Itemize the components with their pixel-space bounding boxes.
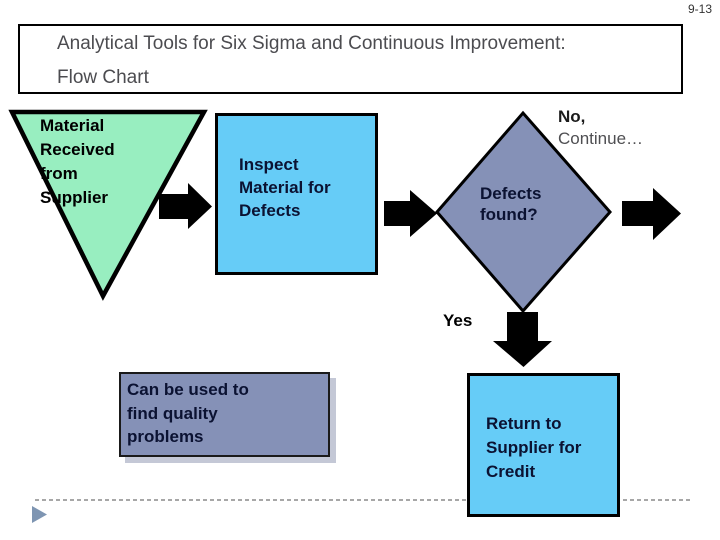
note-line: Can be used to: [127, 380, 249, 399]
arrow-down: [493, 312, 552, 367]
note-line: find quality: [127, 403, 218, 423]
return-line: Supplier for: [486, 438, 582, 457]
no-label: No,: [558, 107, 586, 126]
yes-branch-label: Yes: [443, 311, 473, 330]
continue-label: Continue…: [558, 129, 644, 148]
start-line: from: [40, 164, 78, 183]
note-line: problems: [127, 427, 204, 446]
return-box-label: Return to Supplier for Credit: [486, 412, 581, 484]
arrow-right-3: [622, 188, 681, 240]
slide-title: Analytical Tools for Six Sigma and Conti…: [57, 33, 566, 54]
start-line: Supplier: [40, 188, 109, 207]
decision-line: Defects: [480, 184, 542, 203]
arrow-right-1: [159, 183, 212, 229]
start-line: Received: [40, 140, 115, 159]
inspect-line: Defects: [239, 201, 301, 220]
inspect-line: Material for: [239, 178, 331, 197]
decision-diamond-shape: [435, 110, 612, 314]
slide-subtitle: Flow Chart: [57, 67, 149, 88]
note-box: [119, 372, 330, 457]
return-box: [467, 373, 620, 517]
decision-line: found?: [480, 205, 538, 224]
page-number: 9-13: [687, 2, 712, 16]
start-triangle-label: Material Received from Supplier: [40, 114, 115, 210]
arrow-right-2: [384, 190, 437, 237]
start-line: Material: [40, 116, 105, 135]
decision-label: Defects found?: [480, 183, 541, 225]
note-box-label: Can be used to find quality problems: [127, 378, 249, 449]
start-triangle-shape: [8, 109, 208, 301]
play-triangle-icon: [32, 506, 47, 523]
inspect-box: [215, 113, 378, 275]
inspect-box-label: Inspect Material for Defects: [239, 153, 331, 222]
title-box: Analytical Tools for Six Sigma and Conti…: [18, 24, 683, 94]
return-line: Credit: [486, 462, 536, 481]
return-line: Return to: [486, 414, 562, 433]
inspect-line: Inspect: [239, 155, 299, 174]
no-branch-label: No, Continue…: [558, 106, 643, 150]
